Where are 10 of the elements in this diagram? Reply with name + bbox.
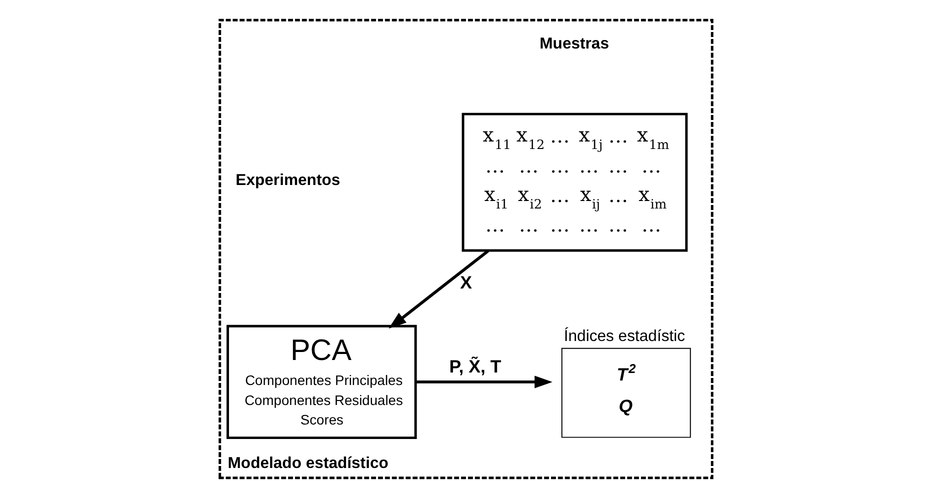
node-box: x$_{11}$ x$_{12}$ … x$_{1j}$ … x$_{1m}$ … … … … … … x$_{i1}$ x$_{i2}$ … x$_{ij}$ … x$_{im}$ … … … … … … <box>461 112 688 252</box>
label: Experimentos <box>235 172 340 190</box>
arrow <box>415 376 552 388</box>
node-box: PCA Componentes Principales Componentes Residuales Scores <box>226 324 416 440</box>
node-label: Índices estadístic <box>563 328 685 346</box>
label: Muestras <box>539 36 609 53</box>
edge-label: X <box>460 272 472 292</box>
edge-label: P, X̃, T <box>448 356 501 376</box>
arrow <box>388 250 489 329</box>
node-box: T$^{2}$ Q <box>560 348 690 438</box>
